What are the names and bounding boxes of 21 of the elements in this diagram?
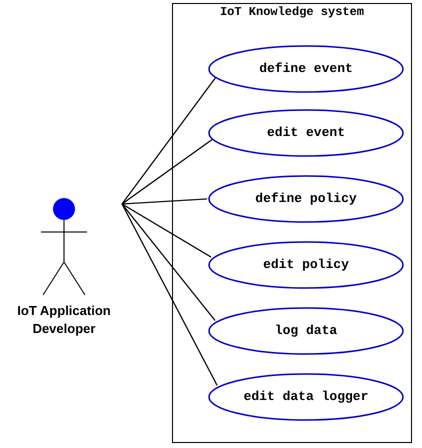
use-case-label: edit policy (263, 256, 349, 274)
association-line (122, 139, 212, 204)
use-case-ellipse (208, 175, 404, 223)
use-case-ellipse (208, 45, 404, 93)
use-case-label: define policy (255, 190, 357, 208)
use-case-ellipse (208, 373, 404, 421)
system-title: IoT Knowledge system (218, 4, 366, 20)
association-line (122, 77, 216, 204)
use-case-label: edit event (266, 124, 345, 142)
use-case-ellipse (208, 109, 404, 157)
association-line (122, 204, 216, 321)
association-line (122, 203, 212, 258)
use-case-ellipse (208, 241, 404, 289)
use-case-ellipse (208, 307, 404, 355)
use-case-label: edit data logger (244, 388, 368, 406)
association-line (121, 204, 218, 386)
actor-label: IoT Application Developer (16, 302, 112, 338)
system-boundary (172, 3, 412, 443)
use-case-label: define event (259, 60, 353, 78)
use-case-label: log data (274, 322, 338, 340)
association-line (122, 198, 208, 205)
